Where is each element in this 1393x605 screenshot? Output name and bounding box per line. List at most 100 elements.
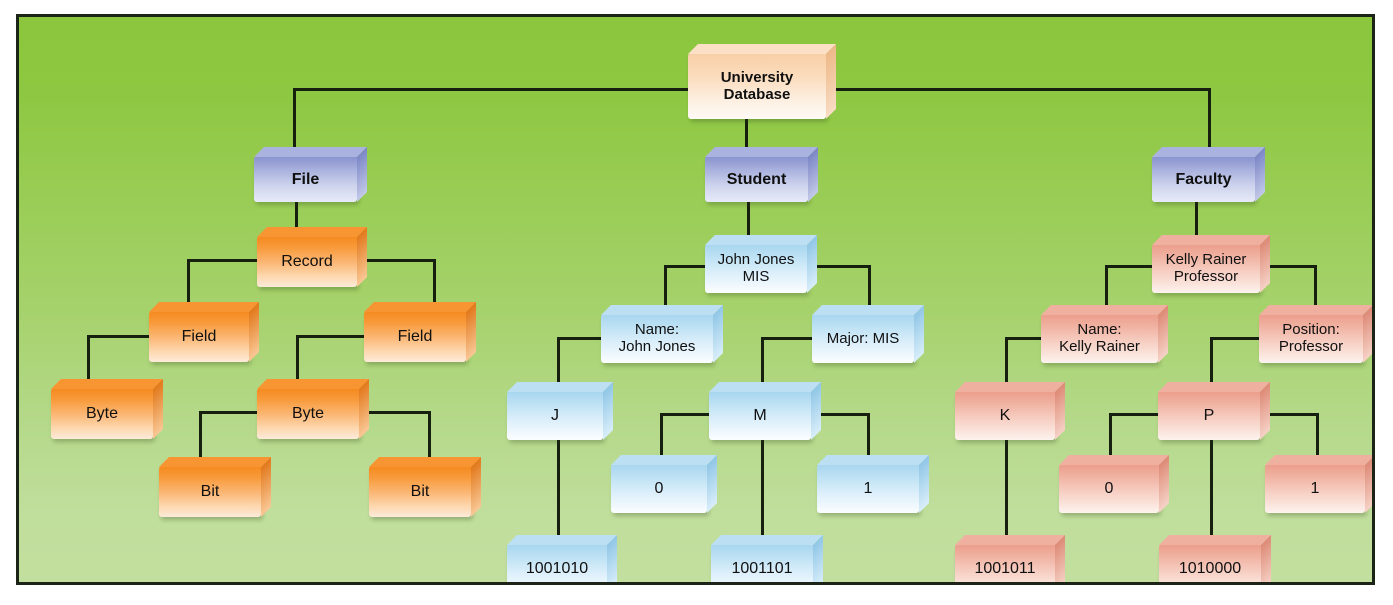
node-front-face <box>955 545 1055 582</box>
node-top-face <box>711 535 823 545</box>
connector-byte2-left-arm <box>199 411 259 414</box>
connector-k-to-binary <box>1005 412 1008 538</box>
node-front-face <box>1265 465 1365 513</box>
node-field-1[interactable]: Field <box>149 302 259 362</box>
node-file[interactable]: File <box>254 147 367 202</box>
node-top-face <box>254 147 367 157</box>
connector-name-left-arm <box>557 337 605 340</box>
node-student-m[interactable]: M <box>709 382 821 440</box>
node-front-face <box>149 312 249 362</box>
node-student-j[interactable]: J <box>507 382 613 440</box>
node-top-face <box>705 147 818 157</box>
node-top-face <box>1152 147 1265 157</box>
node-label: 1001010 <box>525 560 589 578</box>
node-faculty-k[interactable]: K <box>955 382 1065 440</box>
connector-byte2-drop-right <box>428 411 431 461</box>
connector-db-to-faculty <box>1208 88 1211 150</box>
node-label: University Database <box>720 68 794 103</box>
connector-byte2-drop-left <box>199 411 202 461</box>
node-university-database[interactable]: University Database <box>688 44 836 119</box>
node-top-face <box>688 44 836 54</box>
node-front-face <box>955 392 1055 440</box>
node-student-one[interactable]: 1 <box>817 455 929 513</box>
node-label: 1001101 <box>731 560 793 578</box>
node-faculty[interactable]: Faculty <box>1152 147 1265 202</box>
node-label: File <box>291 170 320 188</box>
connector-namekr-left-arm <box>1005 337 1047 340</box>
connector-p-drop-right <box>1316 413 1319 458</box>
node-faculty-p[interactable]: P <box>1158 382 1270 440</box>
node-top-face <box>1259 305 1372 315</box>
node-top-face <box>1158 382 1270 392</box>
connector-major-drop <box>761 337 764 384</box>
node-side-face <box>808 147 818 202</box>
node-side-face <box>1255 147 1265 202</box>
node-front-face <box>1041 315 1158 363</box>
node-top-face <box>955 382 1065 392</box>
node-faculty-binary-1[interactable]: 1001011 <box>955 535 1065 582</box>
connector-field2-drop <box>296 335 299 383</box>
node-label: Field <box>397 328 433 346</box>
node-front-face <box>1152 245 1260 293</box>
node-label: K <box>999 407 1011 425</box>
connector-kr-drop-left <box>1105 265 1108 307</box>
node-student-binary-1[interactable]: 1001010 <box>507 535 617 582</box>
node-front-face <box>812 315 914 363</box>
node-side-face <box>713 305 723 363</box>
node-faculty-zero[interactable]: 0 <box>1059 455 1169 513</box>
connector-record-right-arm <box>366 259 436 262</box>
node-student-binary-2[interactable]: 1001101 <box>711 535 823 582</box>
node-side-face <box>471 457 481 517</box>
node-front-face <box>1259 315 1363 363</box>
node-byte-2[interactable]: Byte <box>257 379 369 439</box>
connector-pos-left-arm <box>1210 337 1262 340</box>
node-label: Record <box>281 253 333 271</box>
node-faculty-binary-2[interactable]: 1010000 <box>1159 535 1271 582</box>
node-side-face <box>1055 535 1065 582</box>
node-name-kelly-rainer[interactable]: Name: Kelly Rainer <box>1041 305 1168 363</box>
node-front-face <box>257 237 357 287</box>
node-kelly-rainer-professor[interactable]: Kelly Rainer Professor <box>1152 235 1270 293</box>
node-byte-1[interactable]: Byte <box>51 379 163 439</box>
node-major-mis[interactable]: Major: MIS <box>812 305 924 363</box>
node-side-face <box>1365 455 1372 513</box>
node-bit-2[interactable]: Bit <box>369 457 481 517</box>
connector-db-to-file <box>293 88 296 150</box>
node-top-face <box>817 455 929 465</box>
node-front-face <box>688 54 826 119</box>
connector-jj-drop-left <box>664 265 667 307</box>
node-faculty-one[interactable]: 1 <box>1265 455 1372 513</box>
node-label: Name: John Jones <box>618 321 696 355</box>
node-front-face <box>364 312 466 362</box>
connector-j-to-binary <box>557 412 560 538</box>
connector-p-center-drop <box>1210 413 1213 538</box>
node-bit-1[interactable]: Bit <box>159 457 271 517</box>
node-record[interactable]: Record <box>257 227 367 287</box>
node-name-john-jones[interactable]: Name: John Jones <box>601 305 723 363</box>
node-top-face <box>364 302 476 312</box>
connector-jj-right-arm <box>816 265 871 268</box>
node-front-face <box>709 392 811 440</box>
node-side-face <box>359 379 369 439</box>
connector-m-drop-right <box>867 413 870 458</box>
node-top-face <box>257 227 367 237</box>
node-top-face <box>507 382 613 392</box>
node-position-professor[interactable]: Position: Professor <box>1259 305 1372 363</box>
connector-kr-drop-right <box>1314 265 1317 307</box>
node-front-face <box>1152 157 1255 202</box>
node-top-face <box>149 302 259 312</box>
node-top-face <box>955 535 1065 545</box>
node-label: J <box>551 407 559 425</box>
node-field-2[interactable]: Field <box>364 302 476 362</box>
node-john-jones-mis[interactable]: John Jones MIS <box>705 235 817 293</box>
node-top-face <box>601 305 723 315</box>
node-label: Position: Professor <box>1278 321 1344 355</box>
node-student[interactable]: Student <box>705 147 818 202</box>
node-front-face <box>601 315 713 363</box>
node-label: Bit <box>410 483 430 501</box>
node-student-zero[interactable]: 0 <box>611 455 717 513</box>
node-top-face <box>705 235 817 245</box>
node-top-face <box>507 535 617 545</box>
node-front-face <box>1158 392 1260 440</box>
